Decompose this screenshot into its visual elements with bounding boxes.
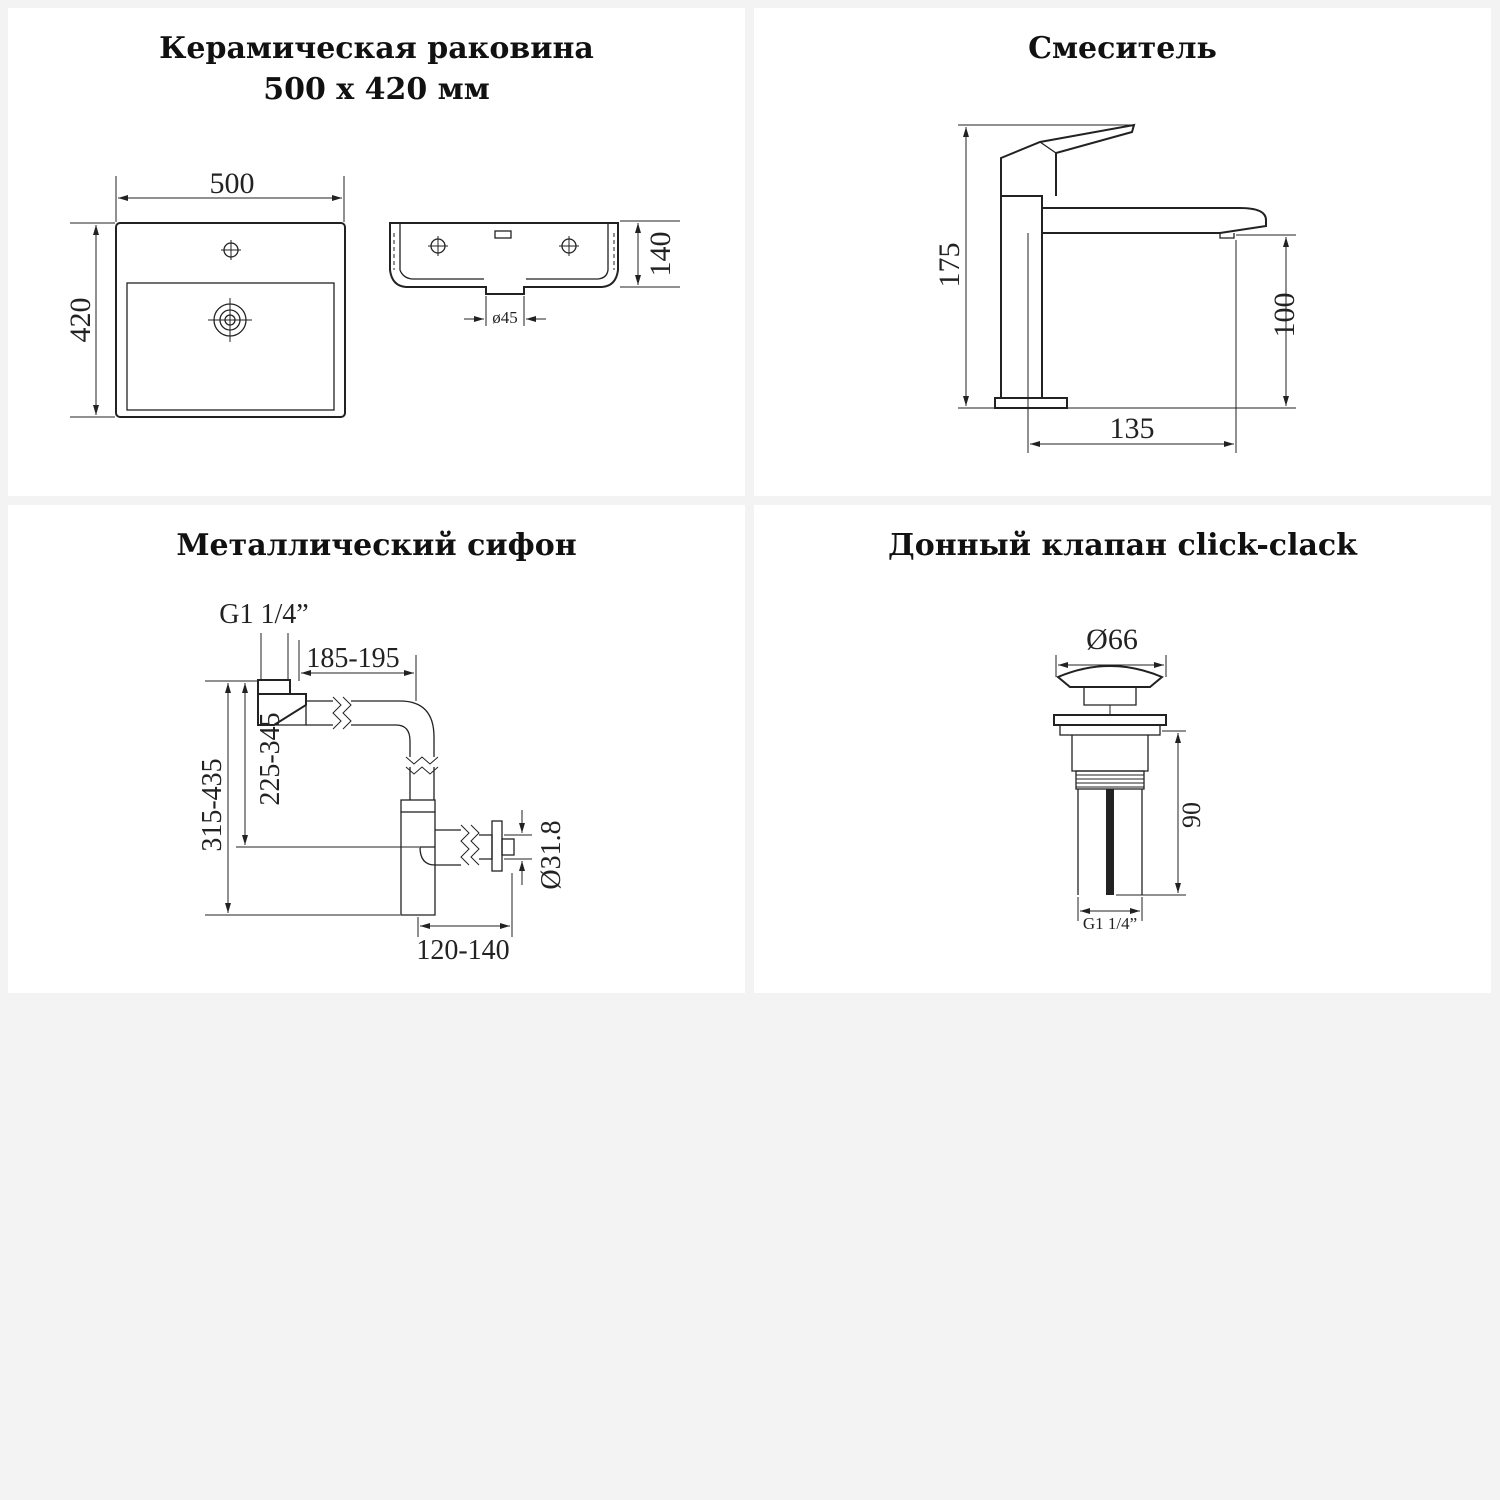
siphon-outlet-diameter-label: Ø31.8 <box>536 820 567 889</box>
sink-top-outline <box>115 222 346 418</box>
faucet-height-label: 175 <box>933 243 966 288</box>
siphon-total-height-label: 315-435 <box>197 758 228 851</box>
siphon-outlet-reach-label: 120-140 <box>416 935 509 966</box>
siphon-title: Металлический сифон <box>176 528 577 563</box>
faucet-hole-icon <box>221 240 241 260</box>
valve-title: Донный клапан click-clack <box>888 528 1357 563</box>
sink-title: Керамическая раковина 500 х 420 мм <box>8 28 745 110</box>
sink-title-line1: Керамическая раковина <box>159 31 594 66</box>
sink-drawing: 500 420 140 <box>64 167 680 418</box>
valve-thread-label: G1 1/4” <box>1083 914 1137 933</box>
sink-bowl-outline <box>126 282 335 411</box>
side-hole-right-icon <box>559 236 579 256</box>
siphon-panel: Металлический сифон <box>8 505 745 993</box>
valve-panel: Донный клапан click-clack Ø66 90 <box>754 505 1491 993</box>
side-hole-left-icon <box>428 236 448 256</box>
drain-hole-icon <box>208 298 252 342</box>
faucet-outline <box>994 123 1267 409</box>
faucet-reach-label: 135 <box>1110 412 1155 445</box>
sink-drain-label: ø45 <box>492 308 518 327</box>
valve-height-label: 90 <box>1177 802 1206 828</box>
siphon-outlet-height-label: 225-345 <box>255 712 286 805</box>
siphon-outline <box>257 679 515 916</box>
sink-side-view <box>389 222 619 295</box>
faucet-spout-height-label: 100 <box>1268 293 1301 338</box>
sink-depth-label: 420 <box>64 298 97 343</box>
siphon-drawing: G1 1/4” 185-195 315-435 225-345 Ø31.8 12… <box>197 599 567 966</box>
sink-title-line2: 500 х 420 мм <box>263 72 490 107</box>
faucet-panel: Смеситель 175 100 135 <box>754 8 1491 496</box>
sink-panel: Керамическая раковина 500 х 420 мм 500 <box>8 8 745 496</box>
faucet-drawing: 175 100 135 <box>933 123 1301 453</box>
valve-diameter-label: Ø66 <box>1086 623 1138 656</box>
siphon-length-label: 185-195 <box>306 643 399 674</box>
sink-width-label: 500 <box>210 167 255 200</box>
sink-height-label: 140 <box>644 232 677 277</box>
valve-drawing: Ø66 90 G1 1/4” <box>1053 623 1206 933</box>
faucet-title: Смеситель <box>1028 31 1217 66</box>
siphon-thread-label: G1 1/4” <box>219 599 308 630</box>
valve-outline <box>1053 665 1167 895</box>
